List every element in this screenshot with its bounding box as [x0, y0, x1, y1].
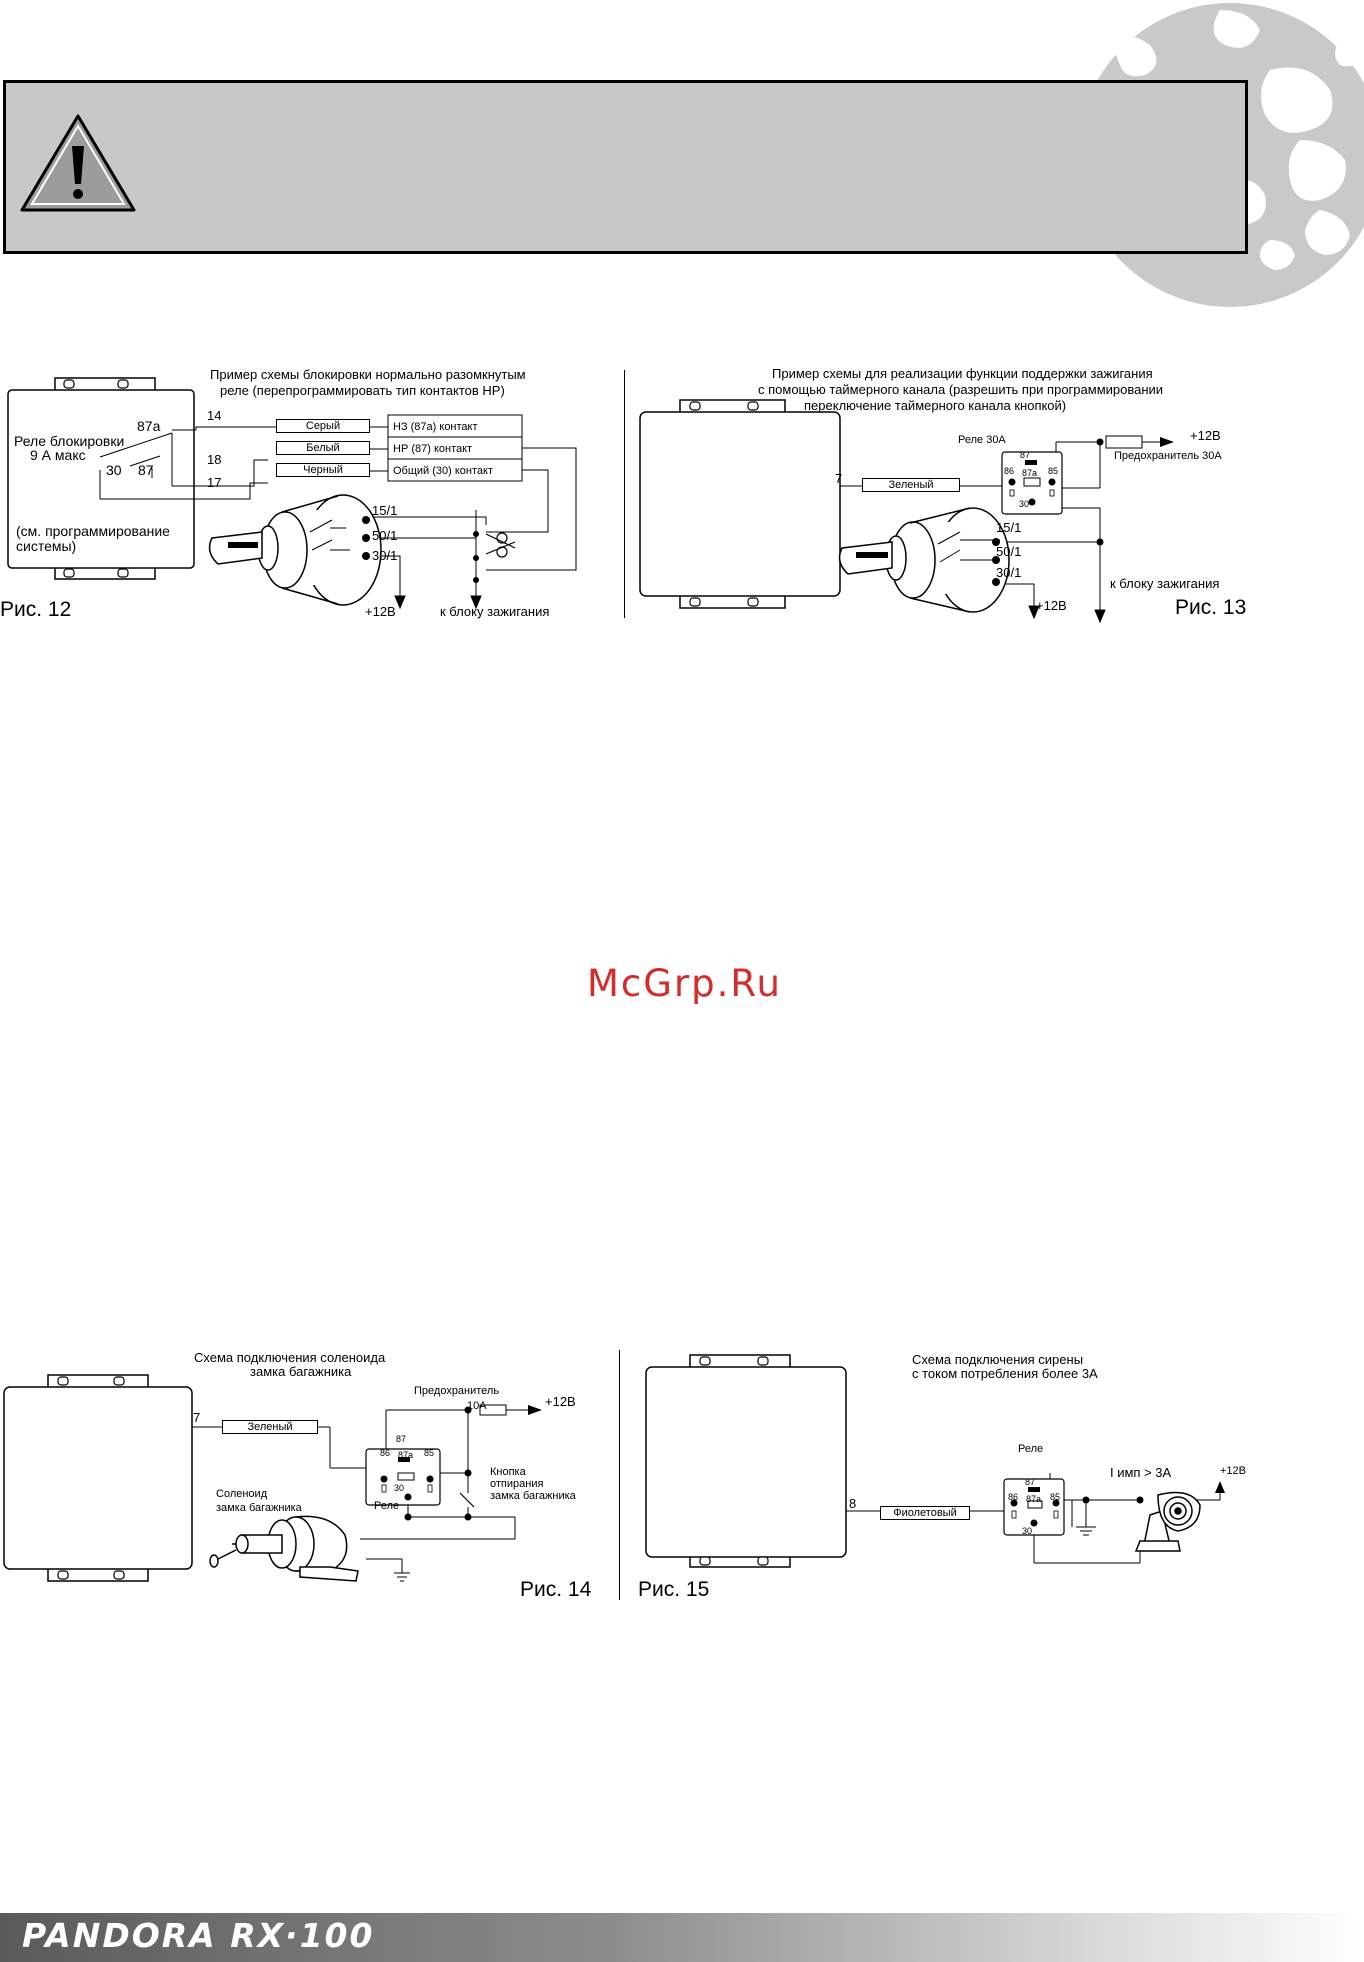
fig14-button-2: отпирания — [490, 1478, 544, 1490]
fig14-title-2: замка багажника — [250, 1364, 352, 1379]
fig12-wire-white-label: Белый — [276, 441, 370, 455]
fig12-contact-common: Общий (30) контакт — [393, 465, 494, 477]
fig12-contact-nc: НЗ (87a) контакт — [393, 421, 478, 433]
fig12-relay-label-2: 9 А макс — [30, 447, 86, 463]
fig15-wire-num: 8 — [849, 1496, 857, 1511]
separator-bottom — [619, 1350, 620, 1600]
fig12-note-2: системы) — [16, 538, 77, 554]
fig12-diagram — [7, 377, 577, 610]
fig15-current: I имп > 3А — [1110, 1465, 1172, 1480]
fig13-to-ignition: к блоку зажигания — [1110, 576, 1220, 591]
fig14-solenoid-2: замка багажника — [216, 1502, 302, 1514]
fig12-wire-black-label: Черный — [276, 463, 370, 477]
fig13-relay-label: Реле 30А — [958, 434, 1006, 446]
fig13-title-2: с помощью таймерного канала (разрешить п… — [758, 382, 1164, 397]
fig15-title-2: с током потребления более 3А — [912, 1366, 1098, 1381]
fig14-plus12v: +12В — [545, 1394, 576, 1409]
fig14-wire-num: 7 — [193, 1410, 201, 1425]
fig12-caption: Рис. 12 — [0, 598, 72, 621]
fig13-pin-85: 85 — [1048, 466, 1059, 476]
fig13-plus12v: +12В — [1036, 598, 1067, 613]
fig14-fuse-label: Предохранитель — [414, 1385, 500, 1397]
cut-symbol — [485, 532, 516, 558]
separator-top — [624, 370, 625, 618]
fig12-pin-30-1: 30/1 — [372, 548, 398, 563]
fig12-unit — [7, 377, 195, 580]
fig12-plus12v: +12В — [365, 604, 396, 619]
fig12-wire-17: 17 — [207, 475, 222, 490]
fig13-pin-30: 30 — [1019, 499, 1030, 509]
fig14-pin-85: 85 — [424, 1448, 435, 1458]
fig13-pin-15-1: 15/1 — [996, 520, 1022, 535]
fig12-title-2: реле (перепрограммировать тип контактов … — [220, 383, 505, 398]
fig12-contact-no: НР (87) контакт — [393, 443, 473, 455]
fig15-pin-86: 86 — [1008, 1492, 1019, 1502]
fig15-diagram — [645, 1354, 1225, 1568]
warning-box — [3, 80, 1248, 254]
fig15-pin-85: 85 — [1050, 1492, 1061, 1502]
fig15-relay: Реле — [1018, 1443, 1044, 1455]
fig12-pin-87a: 87a — [137, 418, 161, 434]
fig14-diagram — [3, 1374, 542, 1582]
watermark: McGrp.Ru — [587, 962, 782, 1005]
fig13-diagram — [639, 399, 1174, 624]
fig13-wire-num: 7 — [835, 471, 843, 486]
fig14-pin-87a: 87a — [398, 1450, 414, 1460]
fig14-relay: Реле — [374, 1500, 400, 1512]
fig15-wire-violet-label: Фиолетовый — [880, 1506, 970, 1520]
fig15-caption: Рис. 15 — [638, 1578, 710, 1601]
fig12-title-1: Пример схемы блокировки нормально разомк… — [210, 367, 526, 382]
fig13-fuse-label: Предохранитель 30А — [1114, 450, 1222, 462]
fig15-title-1: Схема подключения сирены — [912, 1352, 1084, 1367]
fig14-caption: Рис. 14 — [520, 1578, 592, 1601]
warning-triangle-icon — [20, 114, 136, 212]
fig13-caption: Рис. 13 — [1175, 596, 1247, 619]
fig13-wire-green-label: Зеленый — [862, 478, 960, 492]
fig14-pin-87: 87 — [396, 1434, 407, 1444]
fig14-button-3: замка багажника — [490, 1490, 576, 1502]
fig15-siren — [1134, 1491, 1201, 1552]
fig12-note-1: (см. программирование — [16, 523, 170, 539]
fig14-wire-green-label: Зеленый — [222, 1420, 318, 1434]
fig13-title-3: переключение таймерного канала кнопкой) — [804, 398, 1067, 413]
footer-brand: PANDORA RX·100 — [22, 1916, 375, 1955]
fig13-title-1: Пример схемы для реализации функции подд… — [772, 366, 1153, 381]
footer-bar — [0, 1913, 1364, 1962]
fig13-pin-30-1: 30/1 — [996, 565, 1022, 580]
fig13-pin-87: 87 — [1020, 450, 1031, 460]
fig15-pin-30: 30 — [1022, 1526, 1033, 1536]
fig14-fuse-value: 10А — [467, 1400, 487, 1412]
fig13-pin-50-1: 50/1 — [996, 544, 1022, 559]
fig14-pin-30: 30 — [394, 1483, 405, 1493]
fig13-pin-87a: 87a — [1022, 468, 1038, 478]
fig15-plus12v: +12В — [1220, 1465, 1246, 1477]
fig12-pin-87: 87 — [138, 462, 154, 478]
fig14-pin-86: 86 — [380, 1448, 391, 1458]
fig12-wire-18: 18 — [207, 452, 222, 467]
fig13-pin-86: 86 — [1004, 466, 1015, 476]
fig15-pin-87a: 87a — [1026, 1494, 1042, 1504]
fig14-solenoid — [209, 1515, 359, 1582]
fig12-to-ignition: к блоку зажигания — [440, 604, 550, 619]
fig15-pin-87: 87 — [1025, 1477, 1036, 1487]
fig12-pin-15-1: 15/1 — [372, 503, 398, 518]
fig12-relay-label-1: Реле блокировки — [14, 433, 125, 449]
fig12-pin-50-1: 50/1 — [372, 528, 398, 543]
fig12-ignition-switch — [208, 494, 382, 606]
fig12-pin-30: 30 — [106, 462, 122, 478]
fig14-solenoid-1: Соленоид — [216, 1488, 268, 1500]
fig14-title-1: Схема подключения соленоида — [194, 1350, 386, 1365]
fig12-wire-14: 14 — [207, 408, 222, 423]
fig13-plus12v-top: +12В — [1190, 428, 1221, 443]
fig14-button-1: Кнопка — [490, 1466, 526, 1478]
fig12-wire-grey-label: Серый — [276, 419, 370, 433]
